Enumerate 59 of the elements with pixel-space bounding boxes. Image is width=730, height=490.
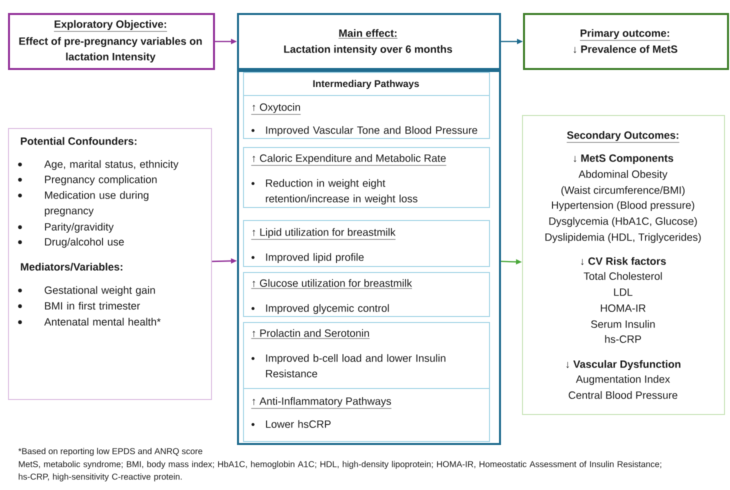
primary-outcome-box (523, 13, 729, 70)
secondary-outcomes-box (522, 115, 725, 415)
confounders-box (8, 128, 212, 400)
panel-heading: Intermediary Pathways (313, 80, 419, 90)
pathway-box (243, 95, 490, 139)
list-item: Lower hsCRP (266, 420, 331, 428)
footnote: MetS, metabolic syndrome; BMI, body mass index; HbA1C, hemoglobin A1C; HDL, high-density lipoprotein; HOMA-IR, Homeostatic Assessment of Insulin Resistance; hs-CRP, high-sensitivity C-reactive protein. (18, 460, 662, 482)
outcome-item: Abdominal Obesity (578, 170, 668, 180)
outcome-item: hs-CRP (605, 335, 641, 343)
body-text: ↓ Prevalence of MetS (574, 45, 678, 54)
group-heading: ↓ MetS Components (574, 154, 674, 164)
body-text: Effect of pre-pregnancy variables on lactation Intensity (19, 37, 202, 62)
main-effect-box (237, 13, 501, 70)
heading: Main effect: (338, 29, 398, 38)
pathway-heading: ↑ Caloric Expenditure and Metabolic Rate (251, 154, 446, 166)
list-item: Parity/gravidity (45, 222, 114, 233)
group-heading: ↓ CV Risk factors (581, 257, 666, 266)
list-item: Improved glycemic control (266, 304, 389, 314)
heading: Exploratory Objective: (54, 20, 168, 32)
outcome-item: (Waist circumference/BMI) (561, 186, 685, 196)
pathway-box (243, 322, 490, 389)
list-item: BMI in first trimester (45, 302, 140, 310)
group-heading: ↓ Vascular Dysfunction (566, 360, 680, 370)
section-heading: Mediators/Variables: (20, 262, 122, 271)
list-item: Antenatal mental health* (44, 318, 161, 326)
pathway-heading: ↑ Lipid utilization for breastmilk (251, 228, 396, 240)
list-item: Improved lipid profile (266, 253, 364, 263)
outcome-item: HOMA-IR (600, 304, 646, 312)
outcome-item: Dysglycemia (HbA1C, Glucose) (549, 217, 697, 227)
list-item: Drug/alcohol use (45, 238, 124, 248)
list-item: Pregnancy complication (45, 175, 157, 186)
header-cell (243, 72, 490, 96)
list-item: Improved Vascular Tone and Blood Pressure (266, 126, 478, 136)
pathway-box (243, 147, 490, 208)
outcome-item: Serum Insulin (591, 320, 655, 328)
pathway-heading: ↑ Prolactin and Serotonin (251, 329, 370, 339)
pathway-box (243, 388, 490, 442)
outcome-item: Augmentation Index (576, 375, 670, 385)
list-item: Age, marital status, ethnicity (44, 160, 178, 170)
list-item: Medication use during pregnancy (44, 191, 148, 216)
objective-box (8, 13, 215, 70)
outcome-item: Dyslipidemia (HDL, Triglycerides) (545, 233, 701, 243)
heading: Primary outcome: (580, 29, 670, 41)
pathway-box (243, 220, 490, 267)
pathway-box (243, 272, 490, 317)
heading: Secondary Outcomes: (566, 131, 680, 143)
list-item: Improved b-cell load and lower Insulin Resistance (266, 354, 446, 378)
pathway-heading: ↑ Glucose utilization for breastmilk (251, 279, 412, 289)
outcome-item: Hypertension (Blood pressure) (552, 201, 694, 211)
pathway-heading: ↑ Oxytocin (251, 103, 301, 115)
list-item: Reduction in weight eight retention/increase in weight loss (266, 179, 418, 204)
body-text: Lactation intensity over 6 months (284, 45, 452, 55)
list-item: Gestational weight gain (44, 286, 155, 296)
footnote: *Based on reporting low EPDS and ANRQ score (18, 448, 202, 456)
outcome-item: Central Blood Pressure (568, 391, 678, 399)
outcome-item: LDL (614, 288, 632, 296)
outcome-item: Total Cholesterol (584, 272, 662, 280)
section-heading: Potential Confounders: (20, 137, 136, 145)
pathway-heading: ↑ Anti-Inflammatory Pathways (251, 397, 392, 409)
